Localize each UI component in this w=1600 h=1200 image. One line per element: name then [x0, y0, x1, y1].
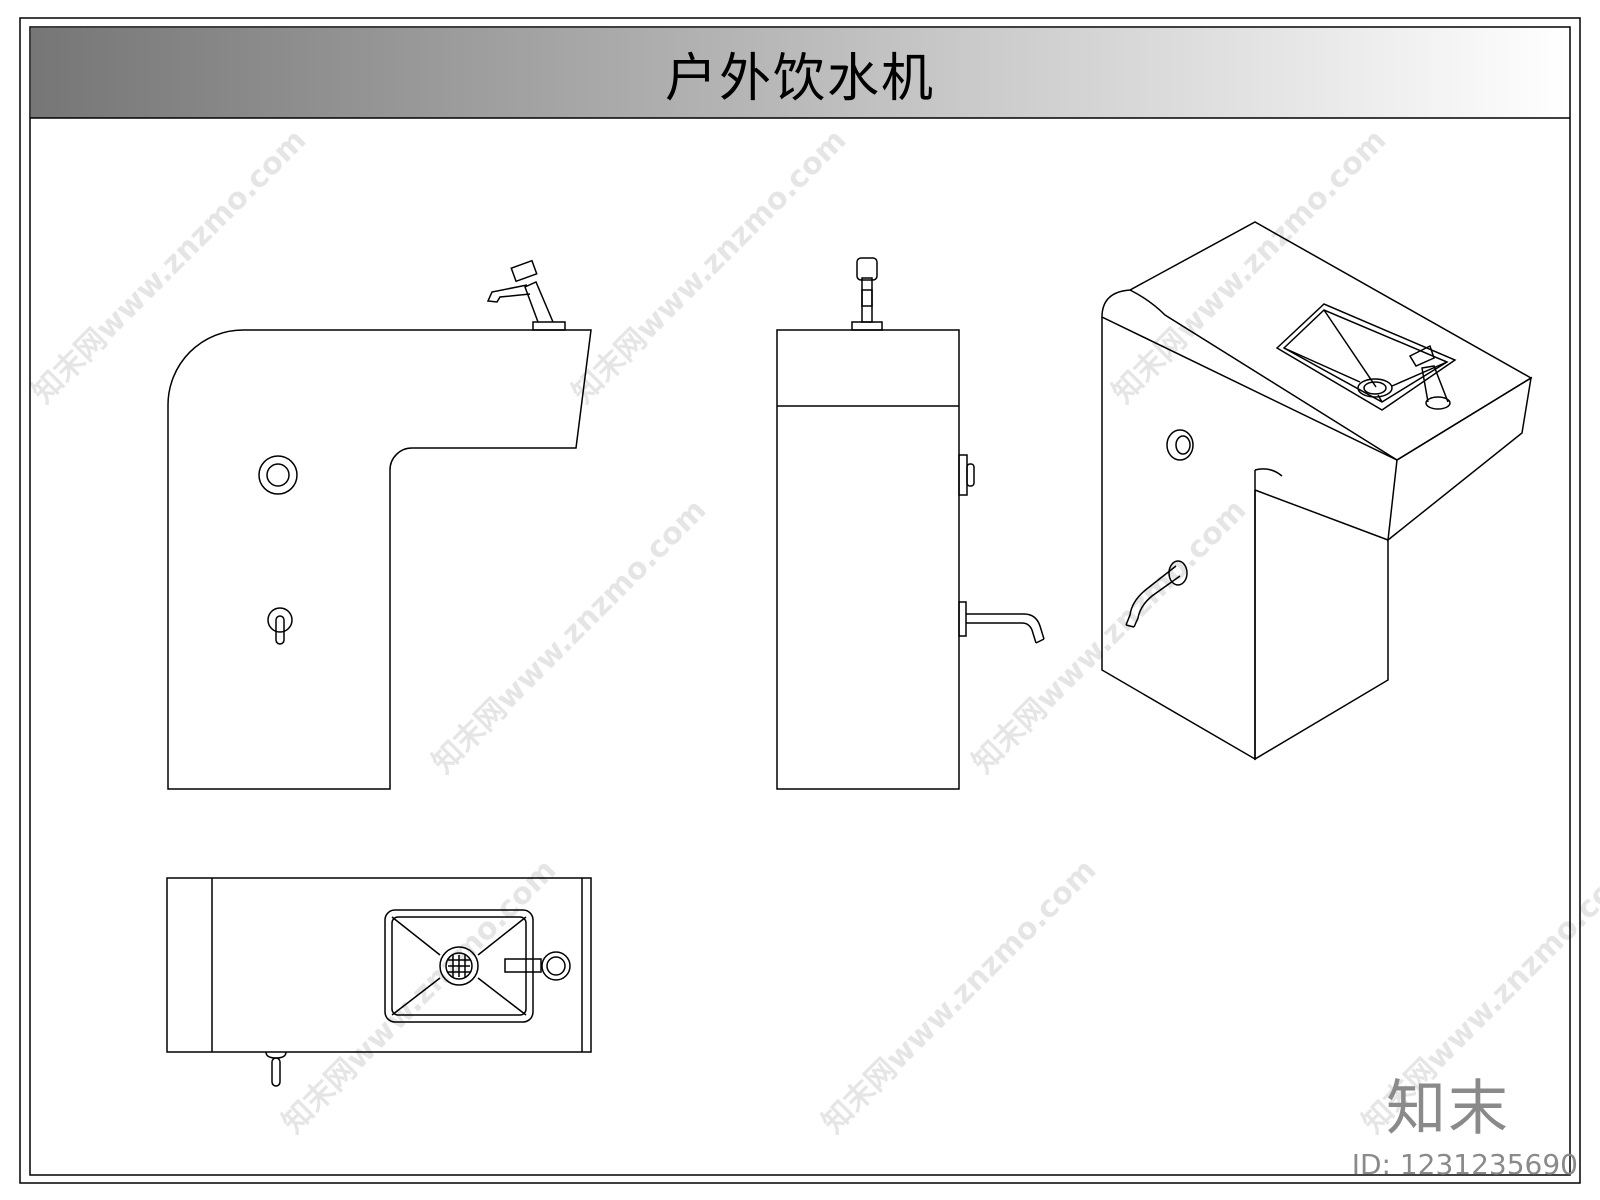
bubbler-faucet-icon — [486, 259, 566, 331]
brand-id: ID: 1231235690 — [1351, 1148, 1578, 1181]
top-plan-view — [166, 877, 592, 1087]
iso-front-upper-face — [1387, 376, 1533, 542]
iso-basin — [1275, 303, 1457, 411]
plan-basin — [384, 909, 534, 1023]
plan-faucet-icon — [504, 951, 571, 981]
iso-left-face — [1101, 317, 1256, 761]
iso-drain-icon — [1357, 378, 1393, 398]
plan-tap-knob-icon — [265, 1051, 287, 1087]
push-button-icon — [258, 455, 298, 495]
front-body-outline — [167, 329, 592, 790]
side-elevation-view — [776, 257, 1045, 790]
inner-border — [29, 26, 1571, 1176]
iso-lower-column — [1254, 490, 1389, 761]
plan-drain-icon — [439, 946, 479, 986]
iso-push-button-icon — [1166, 429, 1194, 461]
outer-border — [19, 17, 1581, 1184]
iso-faucet-icon — [1408, 344, 1451, 410]
isometric-view — [1101, 221, 1533, 761]
iso-top-surface — [1101, 221, 1533, 461]
title-band — [31, 28, 1569, 118]
page-title: 户外饮水机 — [664, 48, 935, 109]
side-push-button-icon — [958, 454, 975, 496]
plan-body-outline — [166, 877, 592, 1053]
iso-spout-icon — [1125, 560, 1188, 628]
brand-logo: 知末 — [1386, 1074, 1510, 1144]
push-button-inner — [266, 463, 290, 487]
tap-knob-icon — [267, 607, 293, 633]
side-spout-icon — [958, 601, 1045, 644]
tap-knob-lever — [275, 615, 285, 645]
side-faucet-icon — [851, 257, 883, 331]
side-body-outline — [776, 329, 960, 790]
front-elevation-view — [167, 259, 592, 790]
